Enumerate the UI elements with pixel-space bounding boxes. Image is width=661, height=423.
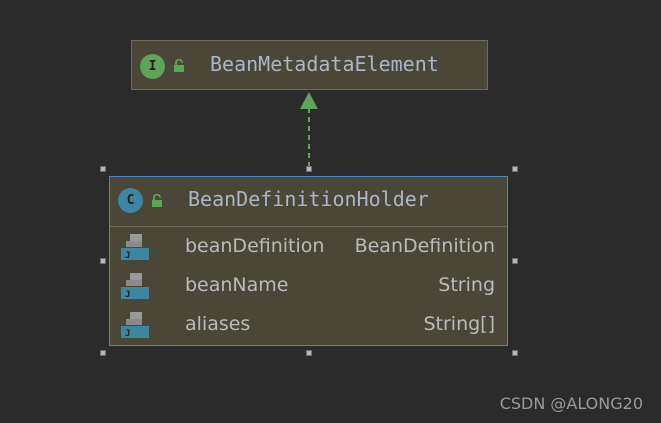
svg-text:J: J bbox=[125, 290, 130, 299]
field-type: String[] bbox=[423, 313, 495, 335]
field-row[interactable]: J beanDefinition BeanDefinition bbox=[110, 227, 507, 266]
field-row[interactable]: J aliases String[] bbox=[110, 305, 507, 344]
svg-text:J: J bbox=[125, 329, 130, 338]
interface-node-bean-metadata-element[interactable]: I BeanMetadataElement bbox=[131, 40, 488, 90]
class-icon: C bbox=[118, 188, 143, 213]
field-type: BeanDefinition bbox=[354, 235, 495, 257]
resize-handle-top-center[interactable] bbox=[306, 166, 312, 172]
class-badge-letter: C bbox=[126, 193, 135, 208]
field-icon: J bbox=[121, 234, 149, 260]
field-icon: J bbox=[121, 312, 149, 338]
field-name: beanDefinition bbox=[185, 235, 325, 257]
resize-handle-bottom-right[interactable] bbox=[512, 350, 518, 356]
interface-name: BeanMetadataElement bbox=[210, 52, 439, 76]
unlocked-icon bbox=[174, 59, 184, 72]
implements-arrowhead bbox=[300, 92, 318, 109]
field-icon: J bbox=[121, 273, 149, 299]
class-node-bean-definition-holder[interactable]: C BeanDefinitionHolder J beanDefinition … bbox=[109, 176, 508, 346]
field-name: aliases bbox=[185, 313, 251, 335]
resize-handle-middle-right[interactable] bbox=[512, 258, 518, 264]
resize-handle-top-left[interactable] bbox=[100, 166, 106, 172]
resize-handle-middle-left[interactable] bbox=[100, 258, 106, 264]
resize-handle-top-right[interactable] bbox=[512, 166, 518, 172]
field-name: beanName bbox=[185, 274, 289, 296]
svg-text:J: J bbox=[125, 251, 130, 260]
resize-handle-bottom-left[interactable] bbox=[100, 350, 106, 356]
watermark: CSDN @ALONG20 bbox=[499, 394, 643, 413]
class-divider bbox=[110, 226, 507, 227]
field-row[interactable]: J beanName String bbox=[110, 266, 507, 305]
interface-icon: I bbox=[140, 54, 165, 79]
field-type: String bbox=[438, 274, 495, 296]
interface-badge-letter: I bbox=[148, 59, 157, 74]
unlocked-icon bbox=[152, 194, 162, 207]
resize-handle-bottom-center[interactable] bbox=[306, 350, 312, 356]
class-name: BeanDefinitionHolder bbox=[188, 187, 429, 211]
